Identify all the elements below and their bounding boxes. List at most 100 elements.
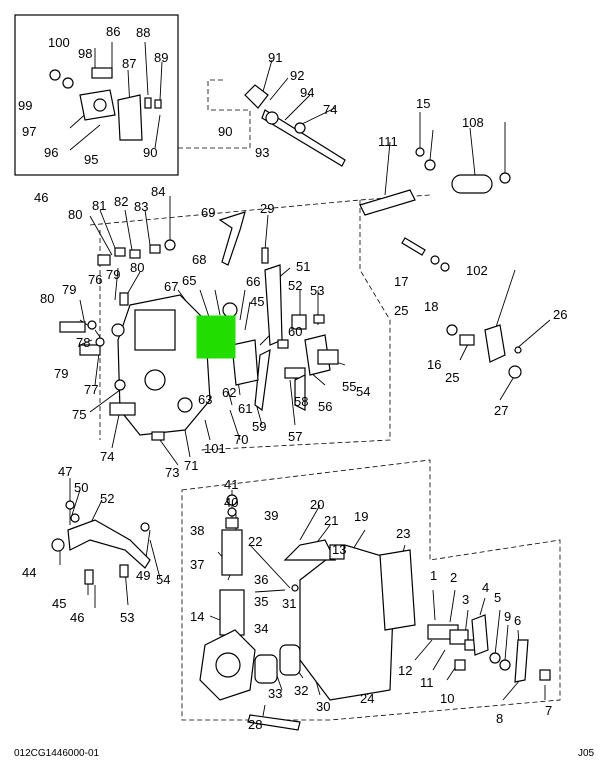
callout-label: 74: [323, 102, 337, 117]
callout-label: 24: [360, 691, 374, 706]
callout-label: 31: [282, 596, 296, 611]
callout-label: 74: [100, 449, 114, 464]
callout-label: 35: [254, 594, 268, 609]
callout-label: 71: [184, 458, 198, 473]
callout-label: 91: [268, 50, 282, 65]
callout-label: 90: [143, 145, 157, 160]
callout-label: 40: [224, 495, 238, 510]
callout-label: 81: [92, 198, 106, 213]
callout-label: 3: [462, 592, 469, 607]
callout-label: 26: [553, 307, 567, 322]
callout-label: 68: [192, 252, 206, 267]
callout-label: 5: [494, 590, 501, 605]
callout-label: 100: [48, 35, 70, 50]
callout-label: 21: [324, 513, 338, 528]
governor-housing: [59, 211, 339, 441]
callout-label: 73: [165, 465, 179, 480]
callout-label: 93: [255, 145, 269, 160]
callout-label: 10: [440, 691, 454, 706]
callout-label: 67: [164, 279, 178, 294]
upper-parts: [244, 84, 522, 379]
callout-label: 66: [246, 274, 260, 289]
callout-label: 111: [378, 134, 398, 149]
callout-label: 8: [496, 711, 503, 726]
upper-group-outline: [89, 79, 431, 451]
callout-label: 57: [288, 429, 302, 444]
callout-label: 22: [248, 534, 262, 549]
inset-parts: [49, 67, 162, 141]
callout-label: 27: [494, 403, 508, 418]
callout-label: 55: [342, 379, 356, 394]
callout-label: 54: [156, 572, 170, 587]
callout-label: 101: [204, 441, 226, 456]
callout-label: 59: [252, 419, 266, 434]
callout-label: 90: [218, 124, 232, 139]
callout-label: 18: [424, 299, 438, 314]
callout-label: 51: [296, 259, 310, 274]
callout-label: 14: [190, 609, 204, 624]
callout-label: 63: [198, 392, 212, 407]
callout-label: 61: [238, 401, 252, 416]
callout-label: 75: [72, 407, 86, 422]
callout-labels: 100 86 88 98 87 89 99 97 96 95 90 46 91 …: [18, 24, 567, 732]
callout-label: 2: [450, 570, 457, 585]
callout-label: 79: [54, 366, 68, 381]
callout-label: 56: [318, 399, 332, 414]
callout-label: 97: [22, 124, 36, 139]
callout-label: 19: [354, 509, 368, 524]
callout-label: 49: [136, 568, 150, 583]
inset-frame: [14, 14, 179, 176]
callout-label: 92: [290, 68, 304, 83]
callout-label: 47: [58, 464, 72, 479]
callout-label: 9: [504, 609, 511, 624]
callout-label: 65: [182, 273, 196, 288]
callout-label: 76: [88, 272, 102, 287]
callout-label: 36: [254, 572, 268, 587]
callout-label: 87: [122, 56, 136, 71]
callout-label: 99: [18, 98, 32, 113]
callout-label: 84: [151, 184, 165, 199]
callout-label: 30: [316, 699, 330, 714]
callout-label: 37: [190, 557, 204, 572]
callout-label: 52: [100, 491, 114, 506]
callout-label: 45: [250, 294, 264, 309]
callout-label: 4: [482, 580, 489, 595]
callout-label: 80: [130, 260, 144, 275]
callout-label: 62: [222, 385, 236, 400]
callout-label: 25: [445, 370, 459, 385]
callout-label: 58: [294, 394, 308, 409]
callout-label: 46: [70, 610, 84, 625]
sheet-code: J05: [578, 748, 595, 759]
callout-label: 60: [288, 324, 302, 339]
callout-label: 32: [294, 683, 308, 698]
callout-label: 50: [74, 480, 88, 495]
callout-label: 44: [22, 565, 36, 580]
callout-label: 53: [120, 610, 134, 625]
drawing-id: 012CG1446000-01: [14, 748, 100, 759]
callout-label: 79: [62, 282, 76, 297]
callout-label: 29: [260, 201, 274, 216]
callout-label: 38: [190, 523, 204, 538]
callout-label: 78: [76, 335, 90, 350]
callout-label: 7: [545, 703, 552, 718]
callout-label: 108: [462, 115, 484, 130]
callout-label: 15: [416, 96, 430, 111]
callout-label: 33: [268, 686, 282, 701]
callout-label: 34: [254, 621, 268, 636]
lower-group-outline: [181, 459, 561, 721]
callout-label: 28: [248, 717, 262, 732]
callout-label: 6: [514, 613, 521, 628]
callout-label: 79: [106, 267, 120, 282]
callout-label: 52: [288, 278, 302, 293]
callout-label: 88: [136, 25, 150, 40]
callout-highlight: [196, 315, 236, 359]
callout-label: 11: [420, 675, 434, 690]
callout-label: 80: [40, 291, 54, 306]
callout-label: 70: [234, 432, 248, 447]
callout-label: 53: [310, 283, 324, 298]
callout-label: 41: [224, 477, 238, 492]
callout-label: 54: [356, 384, 370, 399]
callout-label: 77: [84, 382, 98, 397]
callout-label: 1: [430, 568, 437, 583]
